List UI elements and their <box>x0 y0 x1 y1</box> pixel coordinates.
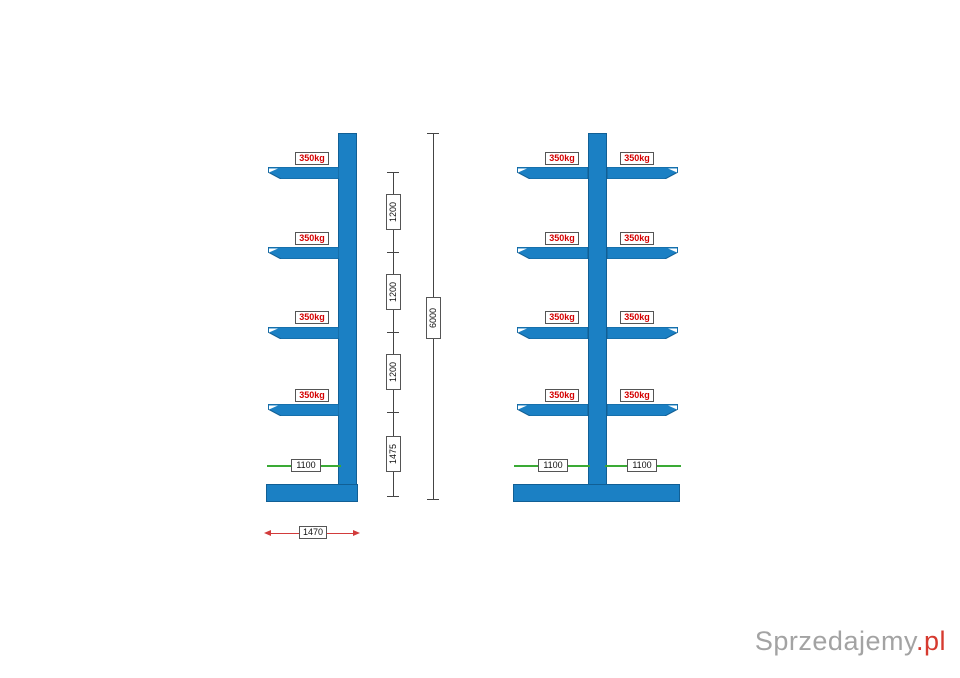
cantilever-arm <box>268 404 339 416</box>
dimension-tick <box>387 172 399 173</box>
dimension-tick <box>427 499 439 500</box>
cantilever-arm <box>268 327 339 339</box>
arm-length-dimension: 1100 <box>538 459 568 472</box>
dimension-tick <box>387 496 399 497</box>
rack-column <box>588 133 607 502</box>
cantilever-arm <box>607 327 678 339</box>
dimension-line <box>393 172 394 497</box>
rack-base <box>513 484 680 502</box>
load-capacity-label: 350kg <box>620 232 654 245</box>
level-spacing-dimension: 1200 <box>386 274 401 310</box>
load-capacity-label: 350kg <box>620 389 654 402</box>
cantilever-arm <box>268 167 339 179</box>
rack-base <box>266 484 358 502</box>
cantilever-arm <box>607 404 678 416</box>
dimension-tick <box>427 133 439 134</box>
cantilever-arm <box>517 404 588 416</box>
total-height-dimension: 6000 <box>426 297 441 339</box>
load-capacity-label: 350kg <box>620 311 654 324</box>
load-capacity-label: 350kg <box>545 232 579 245</box>
cantilever-arm <box>517 327 588 339</box>
cantilever-arm <box>517 167 588 179</box>
arm-length-dimension: 1100 <box>291 459 321 472</box>
load-capacity-label: 350kg <box>295 232 329 245</box>
dimension-tick <box>387 332 399 333</box>
watermark-brand: Sprzedajemy <box>754 626 916 656</box>
load-capacity-label: 350kg <box>545 311 579 324</box>
load-capacity-label: 350kg <box>295 152 329 165</box>
arm-length-dimension: 1100 <box>627 459 657 472</box>
dimension-tick <box>387 252 399 253</box>
base-width-dimension: 1470 <box>299 526 327 539</box>
watermark: Sprzedajemy.pl <box>755 626 946 657</box>
cantilever-arm <box>268 247 339 259</box>
dimension-arrow-icon <box>264 530 271 536</box>
bottom-height-dimension: 1475 <box>386 436 401 472</box>
load-capacity-label: 350kg <box>545 389 579 402</box>
load-capacity-label: 350kg <box>295 311 329 324</box>
dimension-tick <box>387 412 399 413</box>
dimension-arrow-icon <box>353 530 360 536</box>
cantilever-arm <box>607 167 678 179</box>
load-capacity-label: 350kg <box>620 152 654 165</box>
load-capacity-label: 350kg <box>545 152 579 165</box>
cantilever-arm <box>607 247 678 259</box>
watermark-suffix: .pl <box>915 626 946 656</box>
level-spacing-dimension: 1200 <box>386 194 401 230</box>
load-capacity-label: 350kg <box>295 389 329 402</box>
cantilever-arm <box>517 247 588 259</box>
level-spacing-dimension: 1200 <box>386 354 401 390</box>
